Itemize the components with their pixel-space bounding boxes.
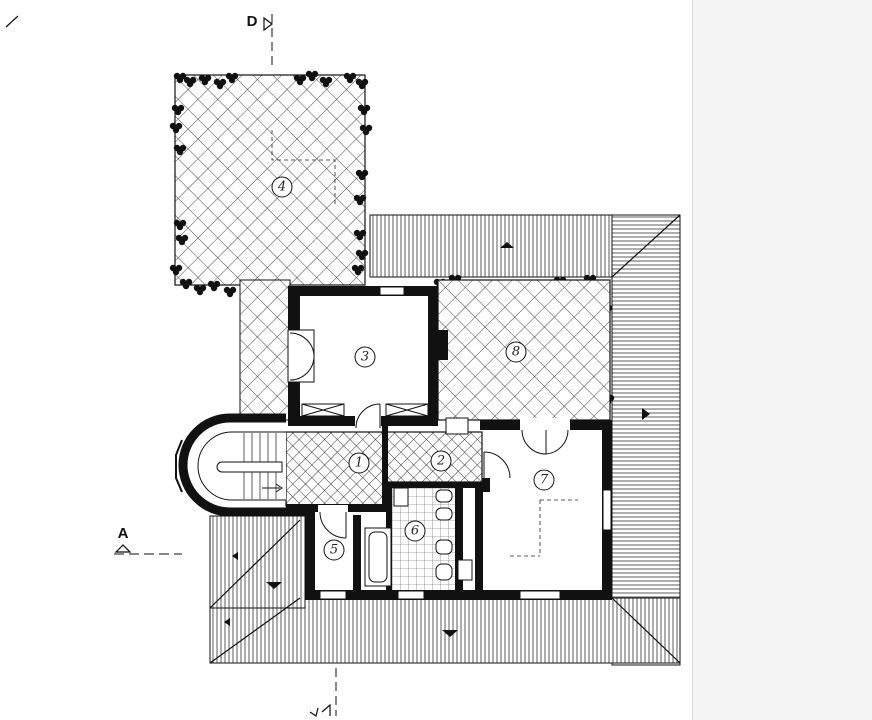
room-number-7: 7 [540, 473, 549, 488]
corner-mark [5, 15, 19, 28]
shrub-mark [181, 234, 189, 242]
room-label-7: 7 [533, 469, 555, 491]
room-label-2: 2 [430, 450, 452, 472]
shrub-mark [311, 70, 319, 78]
room-label-6: 6 [404, 520, 426, 542]
windows [319, 286, 612, 600]
room-number-2: 2 [436, 454, 445, 469]
shrub-mark [179, 144, 187, 152]
section-label-a: A [118, 525, 129, 542]
terrace-4 [174, 74, 366, 421]
room-7-guidelines [510, 499, 578, 557]
side-panel [692, 0, 872, 720]
shrub-mark [363, 104, 371, 112]
shrub-mark [365, 124, 373, 132]
shrub-mark [213, 280, 221, 288]
bathroom-fixtures [364, 487, 473, 587]
floor-plan-drawing: A D 1 2 3 4 5 [5, 13, 681, 717]
shrub-mark [199, 284, 207, 292]
section-marker-d: D [247, 13, 273, 70]
shrub-mark [361, 169, 369, 177]
shrub-mark [204, 74, 212, 82]
shrub-mark [175, 122, 183, 130]
drawing-sheet: A D 1 2 3 4 5 [0, 0, 692, 720]
shrub-mark [229, 286, 237, 294]
room-number-3: 3 [361, 350, 369, 365]
shrub-mark [179, 219, 187, 227]
room-label-3: 3 [354, 346, 376, 368]
room-number-1: 1 [355, 456, 363, 471]
shrub-mark [357, 264, 365, 272]
section-label-d: D [247, 13, 258, 30]
shrub-mark [179, 72, 187, 80]
section-marker-a: A [114, 525, 182, 555]
shrub-mark [177, 104, 185, 112]
shrub-mark [325, 76, 333, 84]
shrub-mark [189, 76, 197, 84]
room-labels: 1 2 3 4 5 6 7 8 [271, 176, 555, 561]
shrub-mark [231, 72, 239, 80]
room-number-6: 6 [411, 524, 419, 539]
room-label-5: 5 [323, 539, 345, 561]
shrub-mark [299, 74, 307, 82]
hall-1-floor [285, 431, 385, 507]
shrub-mark [361, 249, 369, 257]
shrub-mark [219, 78, 227, 86]
shrub-mark [175, 264, 183, 272]
room-label-8: 8 [505, 341, 527, 363]
shrub-mark [185, 278, 193, 286]
section-marker-bottom [309, 668, 337, 717]
doors [287, 329, 570, 539]
room-label-1: 1 [348, 452, 370, 474]
room-number-4: 4 [277, 180, 286, 195]
room-number-8: 8 [512, 345, 520, 360]
shrub-mark [349, 72, 357, 80]
room-number-5: 5 [330, 543, 338, 558]
shrub-mark [359, 194, 367, 202]
shrub-mark [361, 78, 369, 86]
shrub-mark [359, 229, 367, 237]
stair-tower [175, 413, 305, 517]
room-label-4: 4 [271, 176, 293, 198]
